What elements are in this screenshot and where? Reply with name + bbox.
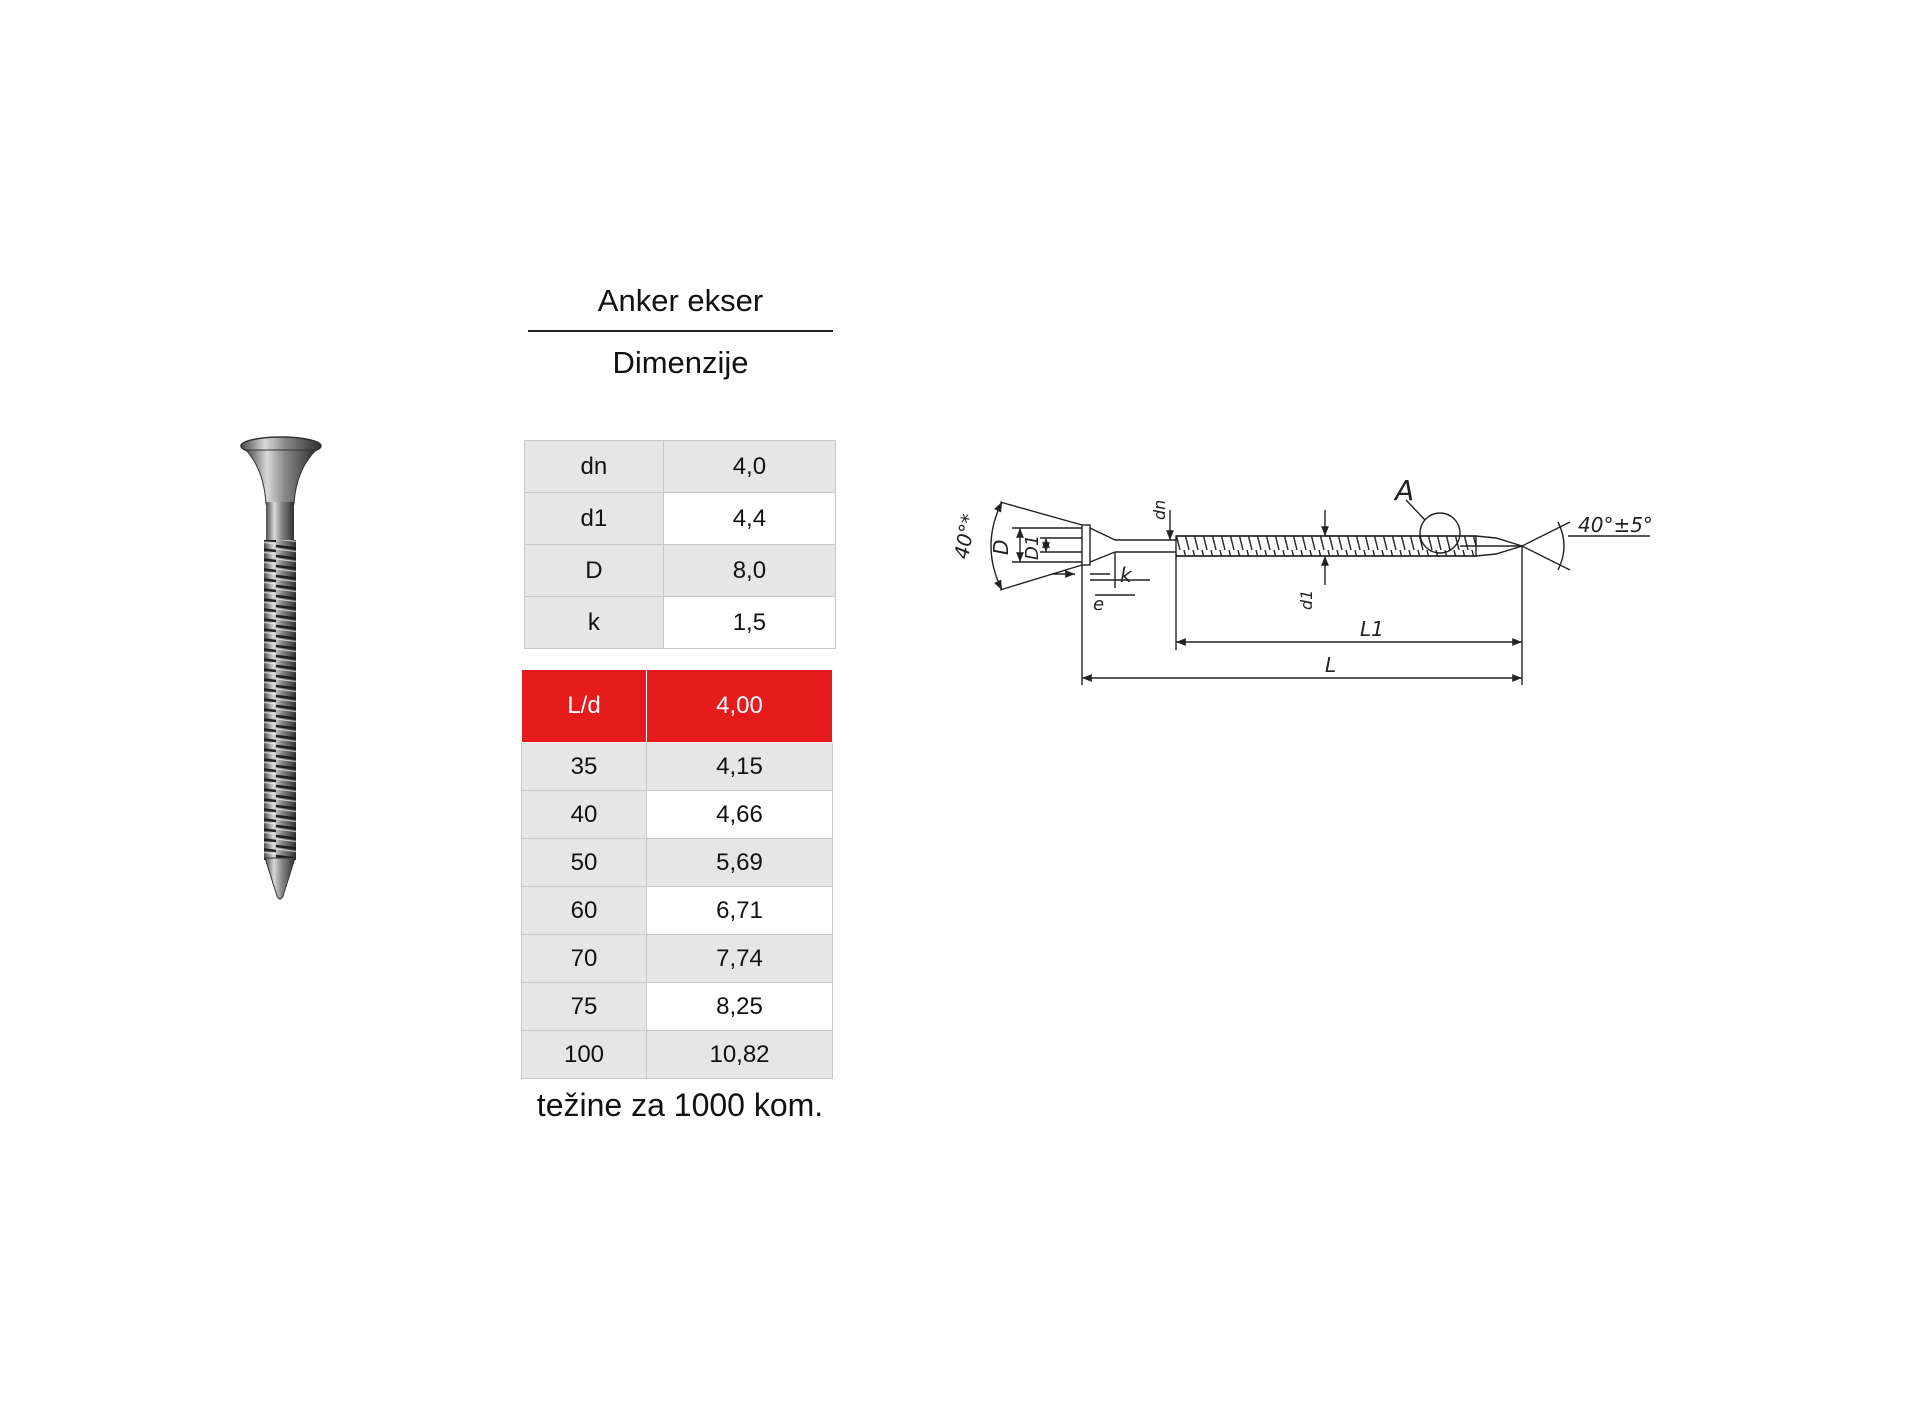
length-cell: 40	[520, 790, 648, 839]
weight-footnote: težine za 1000 kom.	[536, 1087, 824, 1123]
product-title: Anker ekser	[528, 278, 833, 332]
value-cell: 1,5	[662, 596, 837, 649]
head-angle-label: 40°*	[949, 512, 981, 561]
header-cell-length: L/d	[520, 669, 648, 743]
table-row: d1 4,4	[524, 492, 837, 545]
dimensions-subtitle: Dimenzije	[612, 345, 749, 380]
length-cell: 50	[520, 838, 648, 887]
weight-cell: 10,82	[646, 1030, 833, 1079]
weight-cell: 7,74	[646, 934, 833, 983]
param-cell: d1	[524, 492, 664, 545]
table-row: k 1,5	[524, 596, 837, 649]
param-cell: dn	[524, 440, 664, 493]
technical-drawing: 40°* D D1 dn d1 k e A 40°±5° L1 L	[940, 470, 1720, 715]
length-cell: 75	[520, 982, 648, 1031]
value-cell: 4,0	[662, 440, 837, 493]
table-row: 40 4,66	[520, 790, 833, 839]
dimension-D-label: D	[989, 540, 1013, 555]
title-block: Anker ekser Dimenzije	[528, 278, 833, 386]
header-cell-diameter: 4,00	[646, 669, 833, 743]
table-row: 50 5,69	[520, 838, 833, 887]
nail-photo	[236, 434, 326, 919]
dimension-L-label: L	[1325, 653, 1336, 677]
param-cell: D	[524, 544, 664, 597]
length-cell: 100	[520, 1030, 648, 1079]
length-cell: 70	[520, 934, 648, 983]
weight-cell: 4,66	[646, 790, 833, 839]
table-row: dn 4,0	[524, 440, 837, 493]
weights-table: L/d 4,00 35 4,15 40 4,66 50 5,69 60 6,71…	[520, 669, 833, 1079]
length-cell: 35	[520, 742, 648, 791]
weight-cell: 6,71	[646, 886, 833, 935]
dimension-L1-label: L1	[1360, 617, 1384, 641]
dimension-d1-label: d1	[1297, 590, 1316, 610]
dimension-D1-label: D1	[1022, 535, 1043, 560]
weight-cell: 5,69	[646, 838, 833, 887]
tip-angle-label: 40°±5°	[1578, 513, 1653, 537]
table-row: D 8,0	[524, 544, 837, 597]
weight-cell: 4,15	[646, 742, 833, 791]
table-row: 75 8,25	[520, 982, 833, 1031]
nail-outline	[990, 499, 1650, 685]
dimension-e-label: e	[1093, 594, 1104, 615]
dimension-k-label: k	[1120, 563, 1133, 587]
table-row: 70 7,74	[520, 934, 833, 983]
weight-cell: 8,25	[646, 982, 833, 1031]
length-cell: 60	[520, 886, 648, 935]
table-row: 60 6,71	[520, 886, 833, 935]
dimension-dn-label: dn	[1150, 500, 1169, 520]
value-cell: 4,4	[662, 492, 837, 545]
param-cell: k	[524, 596, 664, 649]
table-row: 100 10,82	[520, 1030, 833, 1079]
detail-A-label: A	[1393, 474, 1414, 507]
table-row: 35 4,15	[520, 742, 833, 791]
dimensions-table: dn 4,0 d1 4,4 D 8,0 k 1,5	[524, 440, 837, 649]
value-cell: 8,0	[662, 544, 837, 597]
table-header-row: L/d 4,00	[520, 669, 833, 743]
